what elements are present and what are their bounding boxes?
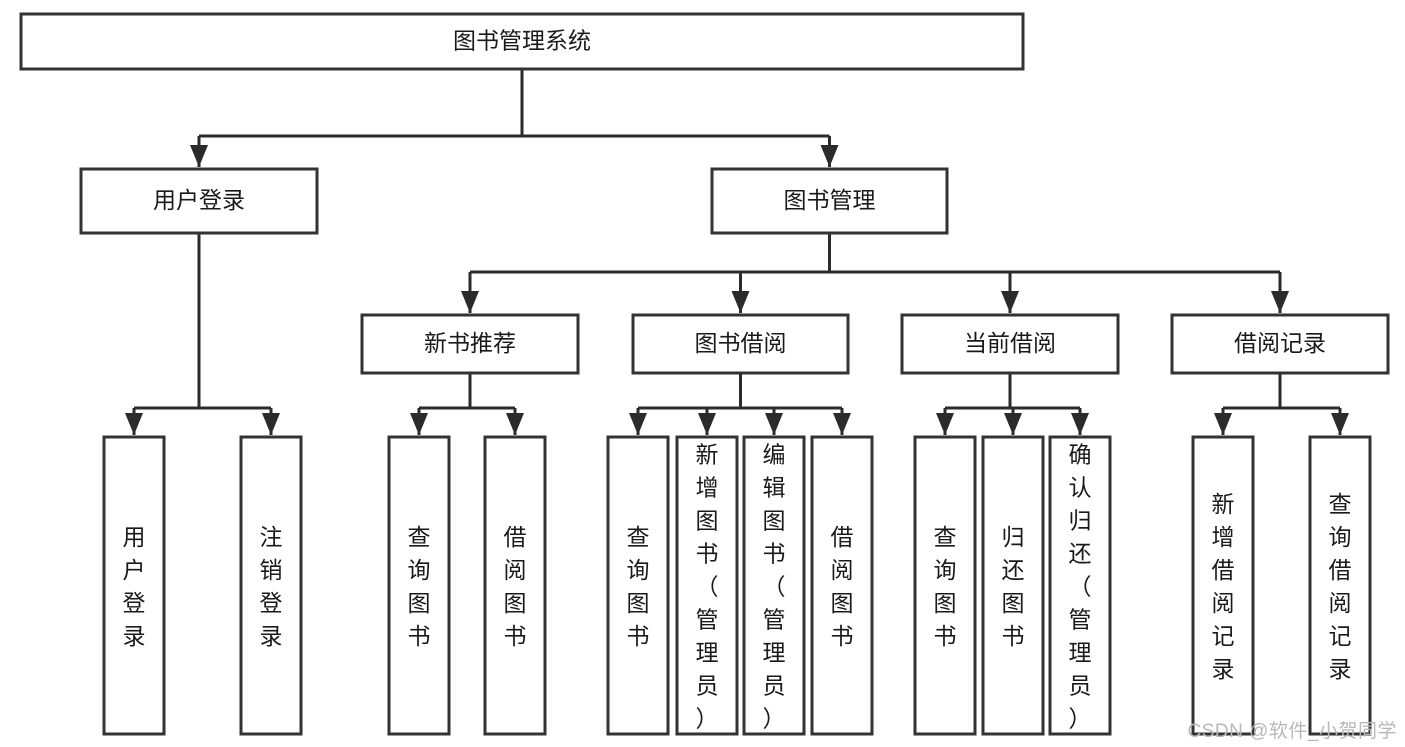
node-box-current-borrow <box>900 313 1120 375</box>
node-label-leaf-borrow-book-1: 借阅图书 <box>504 524 527 649</box>
node-box-user-login <box>79 167 319 235</box>
node-box-leaf-query-book-1 <box>387 435 451 736</box>
node-layer: 图书管理系统用户登录图书管理新书推荐图书借阅当前借阅借阅记录用户登录注销登录查询… <box>19 12 1390 736</box>
arrow-head-icon <box>833 413 851 435</box>
node-box-leaf-add-book <box>675 435 739 736</box>
node-box-leaf-edit-book <box>742 435 806 736</box>
arrow-head-icon <box>262 413 280 435</box>
node-book-manage[interactable]: 图书管理 <box>710 167 949 235</box>
node-label-leaf-borrow-book-2: 借阅图书 <box>831 524 854 649</box>
arrow-head-icon <box>410 413 428 435</box>
watermark-text: CSDN @软件_小贺同学 <box>1187 721 1397 742</box>
node-label-leaf-add-record: 新增借阅记录 <box>1212 491 1235 682</box>
node-leaf-edit-book[interactable]: 编辑图书（管理员） <box>742 435 806 736</box>
node-leaf-user-logout[interactable]: 注销登录 <box>239 435 303 736</box>
node-box-root <box>19 12 1025 71</box>
node-box-leaf-user-logout <box>239 435 303 736</box>
arrow-head-icon <box>125 413 143 435</box>
node-leaf-add-book[interactable]: 新增图书（管理员） <box>675 435 739 736</box>
node-box-leaf-user-login <box>102 435 166 736</box>
node-box-leaf-borrow-book-1 <box>483 435 547 736</box>
node-label-book-manage: 图书管理 <box>784 187 876 213</box>
node-box-book-manage <box>710 167 949 235</box>
node-label-leaf-edit-book: 编辑图书（管理员） <box>763 442 786 732</box>
node-box-borrow-record <box>1170 313 1390 375</box>
node-label-leaf-query-record: 查询借阅记录 <box>1329 491 1352 682</box>
node-label-borrow-record: 借阅记录 <box>1234 330 1326 356</box>
node-label-user-login: 用户登录 <box>153 187 245 213</box>
arrow-head-icon <box>1004 413 1022 435</box>
connector-layer <box>125 69 1349 435</box>
arrow-head-icon <box>1214 413 1232 435</box>
arrow-head-icon <box>698 413 716 435</box>
node-leaf-query-book-2[interactable]: 查询图书 <box>606 435 670 736</box>
node-box-leaf-confirm-return <box>1048 435 1112 736</box>
node-label-current-borrow: 当前借阅 <box>964 330 1056 356</box>
node-new-book-recommend[interactable]: 新书推荐 <box>360 313 580 375</box>
node-label-leaf-return-book: 归还图书 <box>1002 524 1025 649</box>
node-label-leaf-query-book-3: 查询图书 <box>934 524 957 649</box>
arrow-head-icon <box>765 413 783 435</box>
node-leaf-query-book-1[interactable]: 查询图书 <box>387 435 451 736</box>
node-box-leaf-query-book-3 <box>913 435 977 736</box>
node-user-login[interactable]: 用户登录 <box>79 167 319 235</box>
node-label-leaf-user-logout: 注销登录 <box>260 524 283 649</box>
arrow-head-icon <box>1271 291 1289 313</box>
arrow-head-icon <box>461 291 479 313</box>
node-root[interactable]: 图书管理系统 <box>19 12 1025 71</box>
node-box-leaf-return-book <box>981 435 1045 736</box>
arrow-head-icon <box>506 413 524 435</box>
node-leaf-confirm-return[interactable]: 确认归还（管理员） <box>1048 435 1112 736</box>
node-label-leaf-confirm-return: 确认归还（管理员） <box>1069 442 1092 732</box>
node-label-leaf-query-book-2: 查询图书 <box>627 524 650 649</box>
node-box-book-borrow <box>631 313 850 375</box>
node-leaf-return-book[interactable]: 归还图书 <box>981 435 1045 736</box>
node-box-leaf-query-record <box>1308 435 1372 736</box>
node-label-new-book-recommend: 新书推荐 <box>424 330 516 356</box>
node-leaf-borrow-book-1[interactable]: 借阅图书 <box>483 435 547 736</box>
arrow-head-icon <box>1331 413 1349 435</box>
arrow-head-icon <box>936 413 954 435</box>
node-leaf-add-record[interactable]: 新增借阅记录 <box>1191 435 1255 736</box>
node-box-leaf-add-record <box>1191 435 1255 736</box>
node-box-leaf-borrow-book-2 <box>810 435 874 736</box>
arrow-head-icon <box>190 145 208 167</box>
node-leaf-query-record[interactable]: 查询借阅记录 <box>1308 435 1372 736</box>
node-leaf-query-book-3[interactable]: 查询图书 <box>913 435 977 736</box>
node-leaf-borrow-book-2[interactable]: 借阅图书 <box>810 435 874 736</box>
node-label-leaf-add-book: 新增图书（管理员） <box>696 442 719 732</box>
arrow-head-icon <box>629 413 647 435</box>
arrow-head-icon <box>1071 413 1089 435</box>
node-book-borrow[interactable]: 图书借阅 <box>631 313 850 375</box>
node-borrow-record[interactable]: 借阅记录 <box>1170 313 1390 375</box>
node-label-book-borrow: 图书借阅 <box>695 330 787 356</box>
node-label-leaf-query-book-1: 查询图书 <box>408 524 431 649</box>
arrow-head-icon <box>1001 291 1019 313</box>
arrow-head-icon <box>820 145 839 167</box>
node-box-leaf-query-book-2 <box>606 435 670 736</box>
node-label-root: 图书管理系统 <box>453 28 591 54</box>
node-label-leaf-user-login: 用户登录 <box>123 524 146 649</box>
node-leaf-user-login[interactable]: 用户登录 <box>102 435 166 736</box>
node-box-new-book-recommend <box>360 313 580 375</box>
node-current-borrow[interactable]: 当前借阅 <box>900 313 1120 375</box>
arrow-head-icon <box>731 291 750 313</box>
